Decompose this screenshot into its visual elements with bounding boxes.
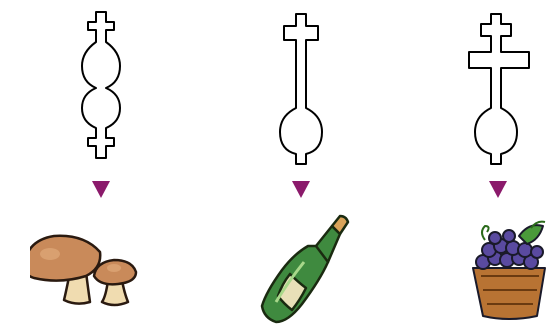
mushrooms-icon bbox=[30, 236, 136, 305]
item-column-mushrooms bbox=[30, 0, 170, 329]
down-arrow-icon bbox=[292, 181, 310, 198]
bell-mold-shape-icon bbox=[469, 14, 529, 164]
item-column-grapes bbox=[429, 0, 547, 329]
down-arrow-icon bbox=[489, 181, 507, 198]
item-column-wine bbox=[232, 0, 372, 329]
grape-basket-icon bbox=[473, 222, 545, 319]
bell-mold-shape-icon bbox=[280, 14, 322, 164]
item-column-2-art bbox=[232, 0, 372, 329]
item-column-1-art bbox=[30, 0, 170, 329]
down-arrow-icon bbox=[92, 181, 110, 198]
bell-mold-shape-icon bbox=[82, 12, 120, 158]
wine-bottle-icon bbox=[262, 216, 348, 322]
item-column-3-art bbox=[429, 0, 547, 329]
